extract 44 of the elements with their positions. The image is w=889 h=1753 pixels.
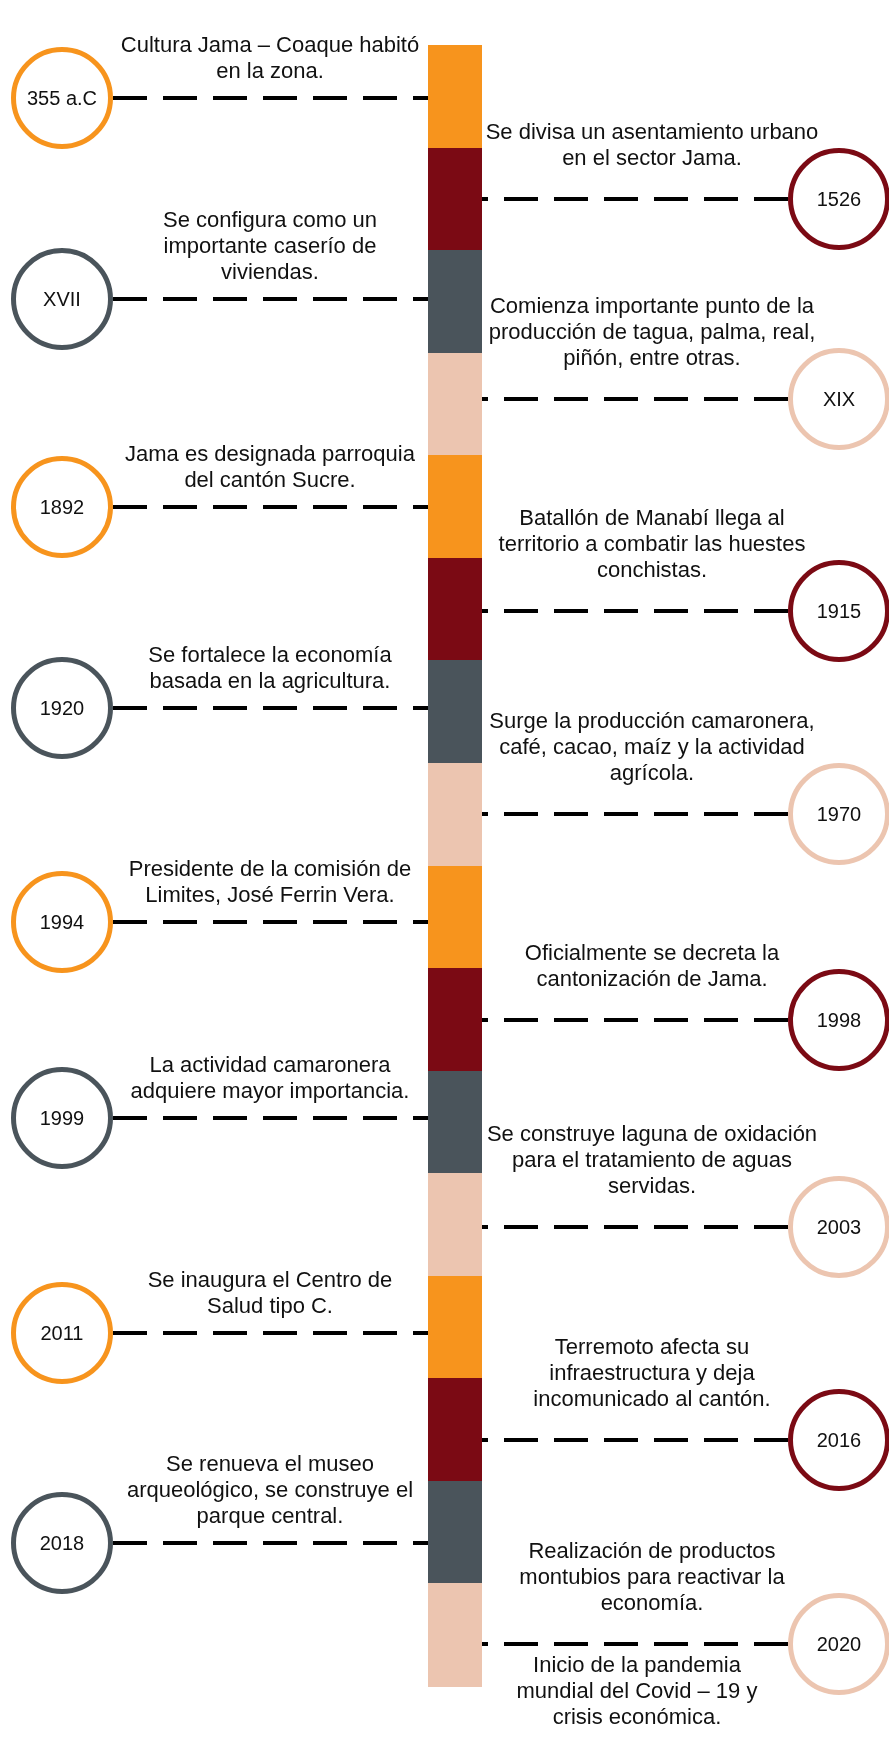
dashed-connector: [113, 96, 428, 100]
dashed-connector: [482, 1018, 788, 1022]
year-circle: 1998: [788, 969, 889, 1071]
event-text: Presidente de la comisión de Limites, José Ferrin Vera.: [127, 856, 413, 908]
year-circle: 1915: [788, 560, 889, 662]
event-text: Se inaugura el Centro de Salud tipo C.: [146, 1267, 394, 1319]
event-text: Inicio de la pandemia mundial del Covid – 19 y crisis económica.: [515, 1652, 759, 1730]
dashed-connector: [482, 1438, 788, 1442]
year-circle: 1970: [788, 763, 889, 865]
year-circle: 1920: [11, 657, 113, 759]
year-circle: XVII: [11, 248, 113, 350]
year-circle: 1999: [11, 1067, 113, 1169]
dashed-connector: [482, 812, 788, 816]
dashed-connector: [113, 920, 428, 924]
dashed-connector: [482, 397, 788, 401]
dashed-connector: [113, 1331, 428, 1335]
dashed-connector: [482, 197, 788, 201]
event-text: Se configura como un importante caserío de viviendas.: [162, 207, 378, 285]
year-circle: 2018: [11, 1492, 113, 1594]
event-text: Cultura Jama – Coaque habitó en la zona.: [120, 32, 420, 84]
year-circle: 2020: [788, 1593, 889, 1695]
dashed-connector: [113, 505, 428, 509]
event-text: Se fortalece la economía basada en la agricultura.: [147, 642, 393, 694]
dashed-connector: [482, 1225, 788, 1229]
year-circle: 1892: [11, 456, 113, 558]
year-circle: 1526: [788, 148, 889, 250]
year-circle: 1994: [11, 871, 113, 973]
event-text: Jama es designada parroquia del cantón Sucre.: [124, 441, 416, 493]
year-circle: 2016: [788, 1389, 889, 1491]
year-circle: XIX: [788, 348, 889, 450]
event-text: Oficialmente se decreta la cantonización de Jama.: [523, 940, 781, 992]
event-text: Realización de productos montubios para reactivar la economía.: [518, 1538, 786, 1616]
dashed-connector: [113, 1116, 428, 1120]
dashed-connector: [482, 1642, 788, 1646]
dashed-connector: [482, 609, 788, 613]
dashed-connector: [113, 1541, 428, 1545]
year-circle: 355 a.C: [11, 47, 113, 149]
dashed-connector: [113, 706, 428, 710]
event-text: Terremoto afecta su infraestructura y deja incomunicado al cantón.: [532, 1334, 772, 1412]
dashed-connector: [113, 297, 428, 301]
event-text: La actividad camaronera adquiere mayor importancia.: [129, 1052, 411, 1104]
year-circle: 2011: [11, 1282, 113, 1384]
year-circle: 2003: [788, 1176, 889, 1278]
event-text: Se renueva el museo arqueológico, se construye el parque central.: [125, 1451, 415, 1529]
